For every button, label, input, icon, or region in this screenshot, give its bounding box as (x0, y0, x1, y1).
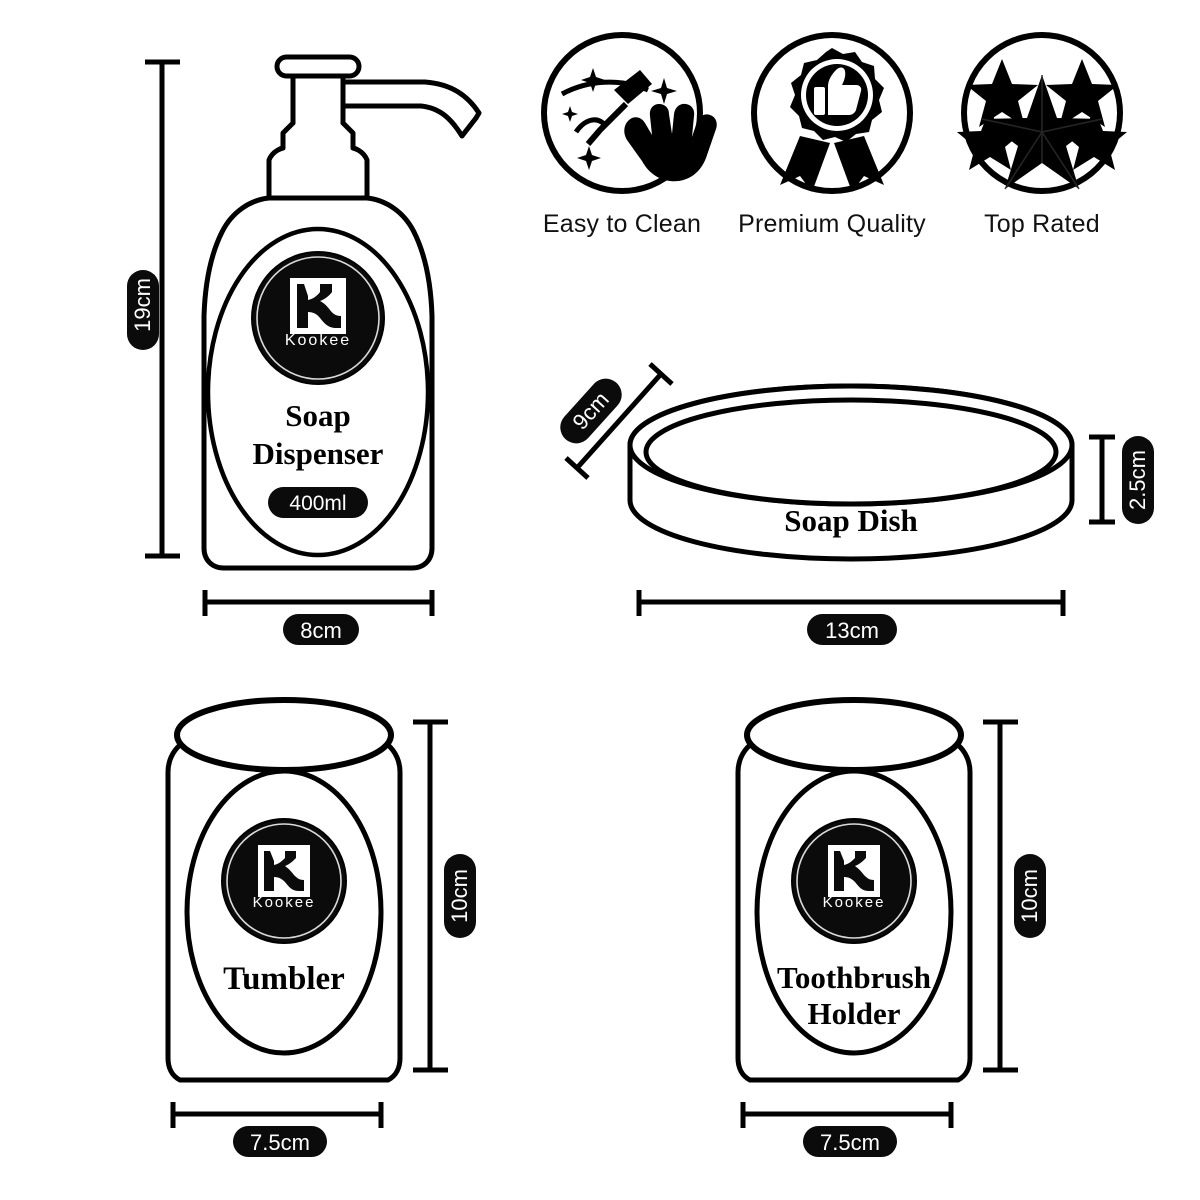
tumbler-label-outline (184, 768, 384, 1056)
hand-wipe-sparkle-icon (560, 68, 717, 182)
badge-label-easy-to-clean: Easy to Clean (542, 210, 702, 238)
toothbrush-holder-name-line-1: Toothbrush (777, 960, 931, 995)
five-stars-icon (957, 59, 1127, 190)
soap-dispenser-width-value: 8cm (300, 618, 342, 643)
dimension-pill-2-5cm (1122, 436, 1154, 524)
capacity-pill-soap-dispenser (268, 487, 368, 518)
kookee-wordmark-tumbler: Kookee (252, 894, 316, 911)
toothbrush-holder-label-outline (754, 768, 954, 1056)
tumbler-width-value: 7.5cm (250, 1130, 310, 1155)
dimension-pill-19cm (127, 270, 159, 350)
soap-dispenser-name-line-2: Dispenser (252, 436, 384, 471)
badge-label-top-rated: Top Rated (984, 210, 1100, 238)
toothbrush-holder-height-value: 10cm (1017, 869, 1042, 923)
soap-dish-width-value: 13cm (825, 618, 879, 643)
easy-to-clean-badge (541, 32, 717, 194)
kookee-logo-tumbler (221, 818, 347, 944)
dimension-pill-13cm (807, 614, 897, 645)
soap-dispenser-name-line-1: Soap (285, 398, 351, 433)
dimension-pill-8cm (283, 614, 359, 645)
top-rated-badge (957, 32, 1127, 194)
award-ribbon-thumbs-up-icon (780, 48, 884, 192)
premium-quality-badge (751, 32, 913, 194)
soap-dish-name: Soap Dish (784, 503, 918, 538)
toothbrush-holder-width-value: 7.5cm (820, 1130, 880, 1155)
toothbrush-holder-name-line-2: Holder (807, 996, 901, 1031)
soap-dispenser-capacity: 400ml (289, 492, 347, 515)
soap-dish-rim-inner (643, 397, 1059, 507)
badge-label-premium-quality: Premium Quality (738, 210, 926, 238)
dimension-pill-9cm (560, 378, 622, 444)
soap-dispenser-label-outline (205, 226, 431, 558)
kookee-logo-soap-dispenser (251, 251, 385, 385)
kookee-logo-toothbrush-holder (791, 818, 917, 944)
kookee-wordmark-toothbrush-holder: Kookee (822, 894, 886, 911)
dimension-pill-7-5cm-tumbler (233, 1126, 327, 1157)
dimension-pill-10cm-toothbrush-holder (1014, 854, 1046, 938)
tumbler-name: Tumbler (223, 961, 345, 997)
dimension-pill-7-5cm-toothbrush-holder (803, 1126, 897, 1157)
kookee-wordmark-soap-dispenser: Kookee (284, 332, 352, 349)
dimension-pill-10cm-tumbler (444, 854, 476, 938)
pump-cap (274, 54, 362, 79)
